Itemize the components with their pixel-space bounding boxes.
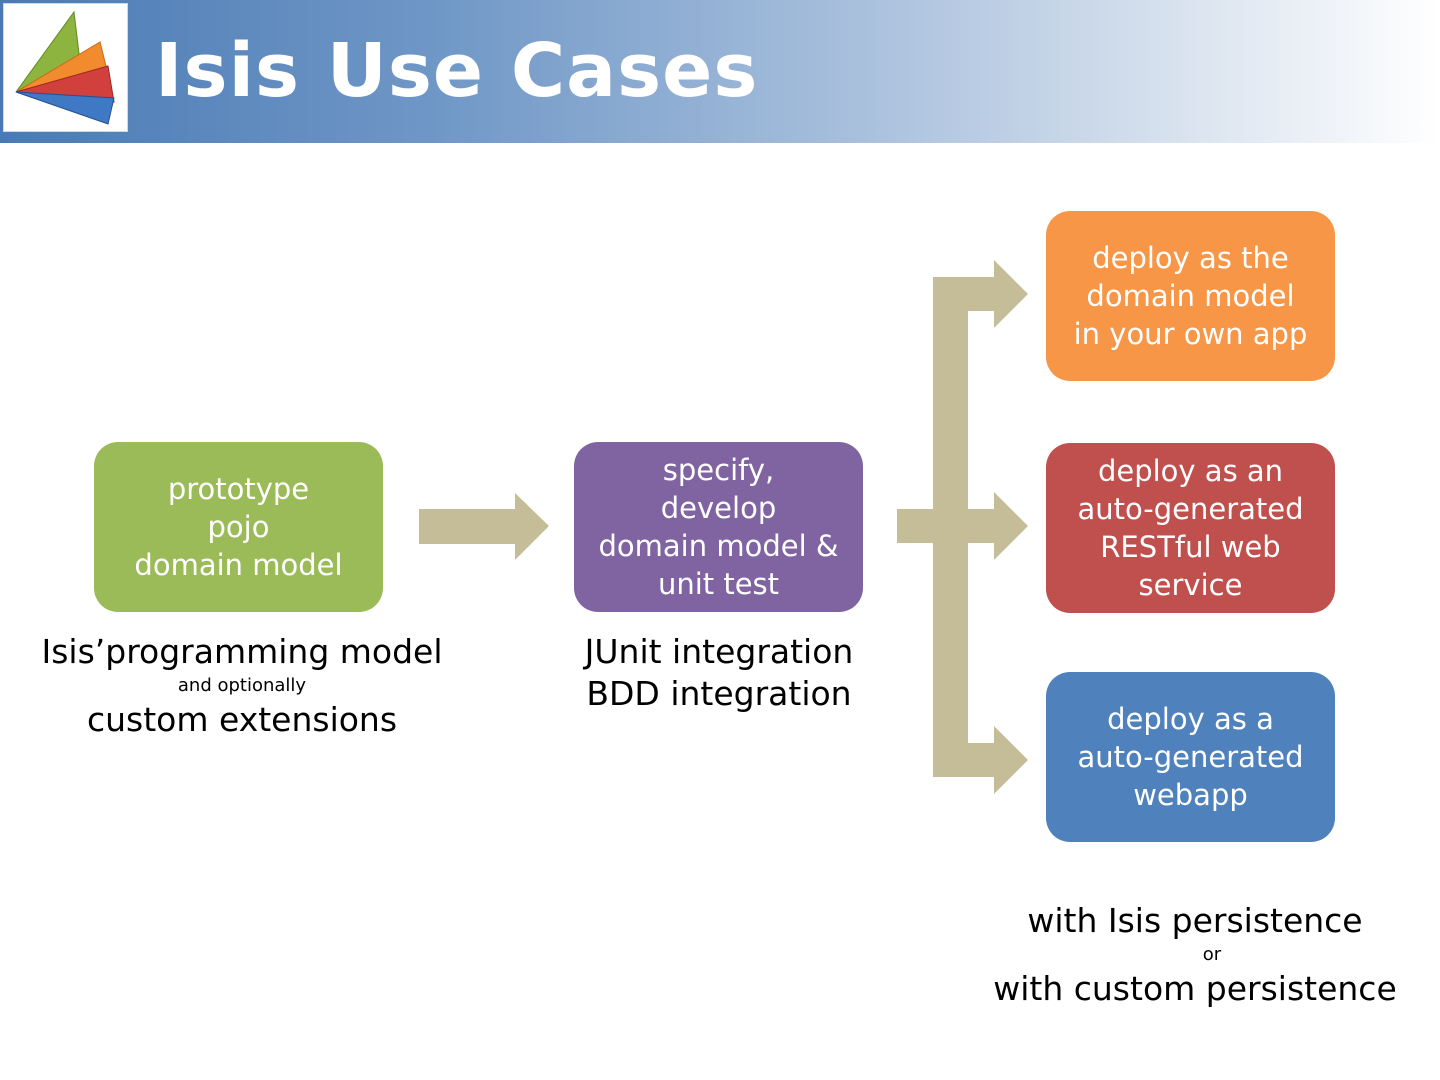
branch-arrow-connector: [897, 260, 1028, 794]
specify-node-label: specify, develop domain model & unit tes…: [598, 453, 839, 601]
prototype-node-label: prototype pojo domain model: [134, 472, 343, 582]
arrow-prototype-to-specify: [419, 493, 549, 560]
specify-node: specify, develop domain model & unit tes…: [574, 442, 863, 612]
right-caption-line3: with custom persistence: [993, 969, 1397, 1008]
isis-logo: [4, 4, 127, 131]
middle-caption-line1: JUnit integration: [584, 632, 854, 671]
deploy-rest-node: deploy as an auto-generated RESTful web …: [1046, 443, 1335, 613]
middle-caption: JUnit integration BDD integration: [519, 631, 919, 715]
left-caption: Isis’programming model and optionally cu…: [22, 631, 462, 741]
deploy-rest-node-label: deploy as an auto-generated RESTful web …: [1077, 454, 1304, 602]
deploy-app-node: deploy as the domain model in your own a…: [1046, 211, 1335, 381]
left-caption-line1: Isis’programming model: [41, 632, 443, 671]
right-caption-line1: with Isis persistence: [1027, 901, 1363, 940]
left-caption-line3: custom extensions: [86, 700, 398, 739]
deploy-webapp-node: deploy as a auto-generated webapp: [1046, 672, 1335, 842]
left-caption-line2: and optionally: [177, 675, 307, 696]
isis-logo-icon: [15, 10, 115, 125]
deploy-webapp-node-label: deploy as a auto-generated webapp: [1077, 702, 1304, 812]
right-caption: with Isis persistence or with custom per…: [990, 900, 1400, 1010]
prototype-node: prototype pojo domain model: [94, 442, 383, 612]
deploy-app-node-label: deploy as the domain model in your own a…: [1073, 241, 1308, 351]
slide-title: Isis Use Cases: [155, 28, 759, 114]
slide-header: Isis Use Cases: [0, 0, 1440, 143]
right-caption-line2: or: [1202, 944, 1222, 965]
middle-caption-line2: BDD integration: [586, 674, 852, 713]
